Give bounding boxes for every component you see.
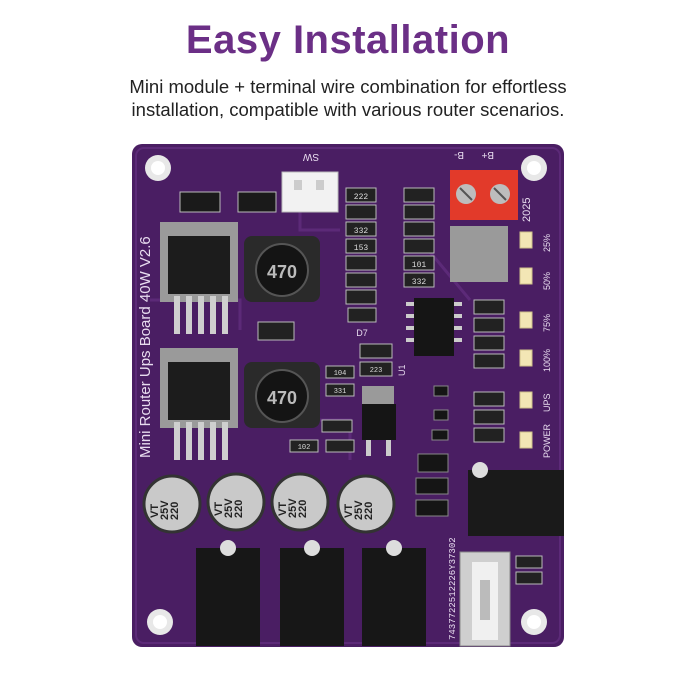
resistor-array-center	[403, 187, 435, 288]
led-label-power: POWER	[542, 423, 552, 458]
diode-component	[237, 191, 277, 213]
inductor-bottom: 470	[244, 362, 320, 428]
voltage-regulator-bottom	[160, 348, 238, 460]
dc-output-jack-2	[280, 540, 344, 646]
inductor-top: 470	[244, 236, 320, 302]
capacitor-brand-label: VT	[343, 504, 355, 518]
title: Easy Installation	[185, 18, 511, 62]
capacitor-voltage-label: 25V	[159, 500, 171, 520]
ic-chip	[406, 298, 462, 356]
resistor-code-label: 101	[412, 261, 427, 270]
dc-output-jack-3	[362, 540, 426, 646]
terminal-label-neg: B-	[454, 149, 464, 160]
resistor-array-usb	[515, 555, 543, 585]
resistor-code-label: 223	[370, 367, 383, 375]
resistor-code-label: 331	[334, 388, 347, 396]
capacitor-value-label: 220	[169, 502, 181, 520]
capacitor-brand-label: VT	[149, 504, 161, 518]
resistor-code-label: 104	[334, 370, 347, 378]
inductor-code-label: 470	[267, 262, 297, 282]
dc-output-jack-1	[196, 540, 260, 646]
resistor-array-right	[473, 299, 505, 443]
ic-label: U1	[397, 364, 407, 376]
capacitor-value-label: 220	[363, 502, 375, 520]
led-label-ups: UPS	[542, 393, 552, 412]
resistor-code-label: 222	[354, 193, 369, 202]
subtitle-line-2: installation, compatible with various ro…	[131, 99, 565, 120]
resistor-code-label: 332	[412, 278, 427, 287]
resistor-code-label: 102	[298, 444, 311, 452]
led-label-50: 50%	[542, 272, 552, 290]
capacitor-1	[142, 474, 202, 534]
status-leds	[519, 231, 533, 449]
capacitor-4	[336, 474, 396, 534]
resistor-array-left	[345, 187, 377, 305]
diode-d7	[347, 307, 377, 323]
capacitor-2	[206, 472, 266, 532]
resistor-code-label: 153	[354, 244, 369, 253]
diode-component	[179, 191, 221, 213]
capacitor-brand-label: VT	[277, 502, 289, 516]
voltage-regulator-top	[160, 222, 238, 334]
year-label: 2025	[521, 198, 533, 222]
board-name-label: Mini Router Ups Board 40W V2.6	[137, 236, 154, 458]
mounting-holes	[145, 155, 547, 635]
serial-number: 7437722512226Y37302	[448, 537, 458, 640]
led-label-100: 100%	[542, 349, 552, 372]
capacitor-value-label: 220	[297, 500, 309, 518]
diode-d7-label: D7	[356, 328, 368, 338]
usb-port	[459, 551, 511, 647]
capacitor-voltage-label: 25V	[223, 498, 235, 518]
led-label-25: 25%	[542, 234, 552, 252]
switch-connector	[281, 171, 339, 213]
capacitor-value-label: 220	[233, 500, 245, 518]
smd-components-middle	[257, 321, 393, 453]
terminal-block	[450, 170, 518, 282]
inductor-code-label: 470	[267, 388, 297, 408]
led-label-75: 75%	[542, 314, 552, 332]
terminal-label-pos: B+	[481, 149, 494, 160]
subtitle-line-1: Mini module + terminal wire combination …	[129, 76, 567, 97]
small-chips	[415, 385, 449, 517]
mosfet	[362, 386, 396, 456]
capacitor-3	[270, 472, 330, 532]
capacitor-brand-label: VT	[213, 502, 225, 516]
capacitor-voltage-label: 25V	[353, 500, 365, 520]
dc-input-jack	[468, 462, 564, 536]
resistor-code-label: 332	[354, 227, 369, 236]
capacitor-voltage-label: 25V	[287, 498, 299, 518]
switch-label: SW	[302, 151, 319, 162]
